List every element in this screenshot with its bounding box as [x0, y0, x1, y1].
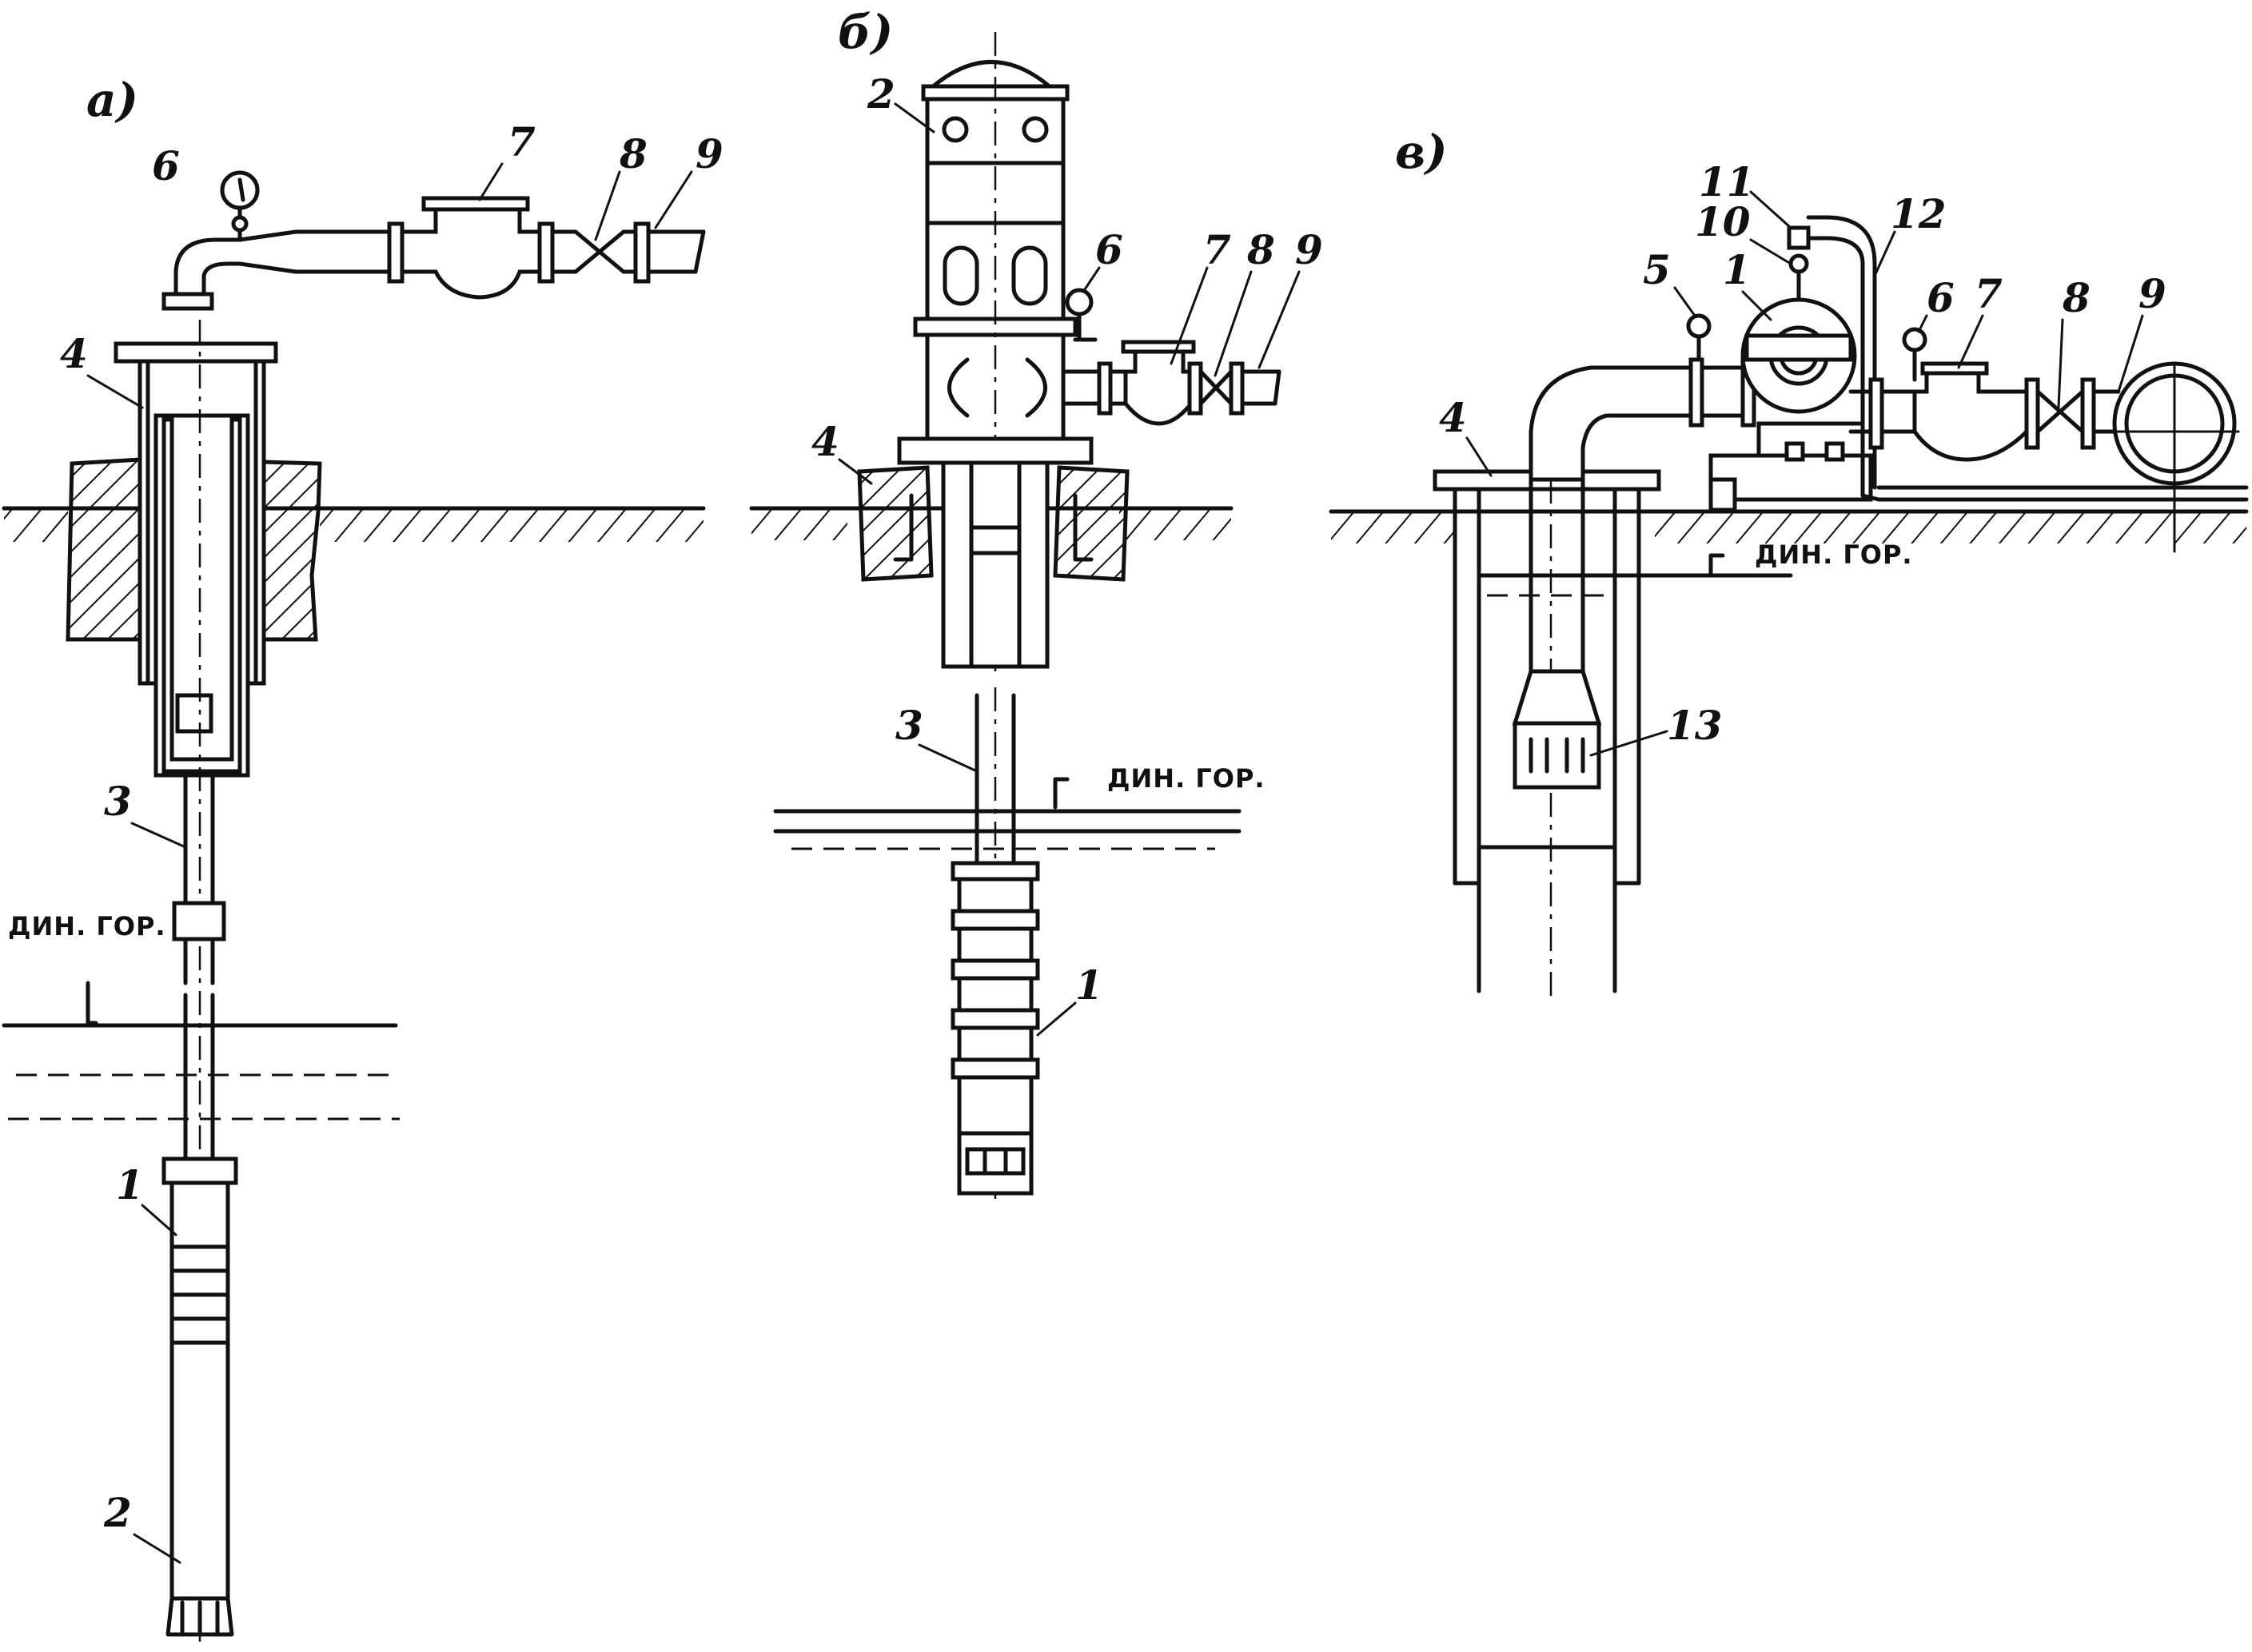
callout-12-v: 12	[1891, 190, 1947, 237]
dynamic-level-label-b: ДИН. ГОР.	[1107, 763, 1266, 794]
callout-9-a: 9	[696, 130, 723, 177]
callout-8-v: 8	[2062, 274, 2091, 321]
callout-6-v: 6	[1927, 274, 1955, 321]
callout-4-a: 4	[60, 330, 88, 377]
callout-1-v: 1	[1723, 246, 1751, 293]
callout-8-a: 8	[619, 130, 648, 177]
motor-housing-2-b	[913, 32, 1078, 671]
discharge-piping-a	[161, 196, 706, 311]
discharge-piping-b	[1061, 288, 1281, 426]
suction-pipe-v	[1512, 365, 1697, 790]
submersible-pump-a	[161, 1156, 238, 1637]
water-level-a: ДИН. ГОР.	[2, 911, 400, 1121]
callout-5-v: 5	[1643, 246, 1671, 293]
riser-pipe-3-a	[172, 773, 226, 1161]
callout-4-b: 4	[811, 418, 839, 465]
dynamic-level-label-v: ДИН. ГОР.	[1755, 539, 1913, 570]
panel-v-label: в)	[1395, 125, 1448, 179]
centrifugal-pump-1-v	[1708, 215, 1881, 502]
callouts-b: 2 6 7 8 9 4 3 1	[811, 70, 1323, 1037]
callout-2-b: 2	[867, 70, 895, 117]
vertical-pump-1-b	[951, 861, 1040, 1196]
callout-6-a: 6	[152, 142, 180, 189]
pressure-gauge-6-a	[220, 170, 260, 242]
panel-a: а)	[2, 73, 723, 1646]
suction-flange-v	[1686, 313, 1756, 428]
callout-2-a: 2	[103, 1489, 132, 1536]
callout-13-v: 13	[1667, 702, 1723, 749]
callout-4-v: 4	[1439, 394, 1467, 441]
water-level-v: ДИН. ГОР.	[1477, 539, 1913, 597]
panel-v: в) ДИН. ГОР.	[1329, 125, 2249, 999]
callout-11-v: 11	[1699, 158, 1755, 205]
callout-1-a: 1	[116, 1161, 144, 1208]
callouts-v: 11 10 12 5 1 6 7 8 9 4 13	[1439, 158, 2166, 757]
discharge-piping-v	[1708, 327, 2249, 553]
panel-b-label: б)	[838, 5, 893, 59]
callout-6-b: 6	[1095, 226, 1123, 273]
panel-a-label: а)	[86, 73, 138, 127]
callout-7-a: 7	[508, 118, 536, 165]
callout-1-b: 1	[1075, 961, 1103, 1009]
callout-7-b: 7	[1203, 226, 1231, 273]
callout-3-b: 3	[895, 702, 923, 749]
panel-b: б)	[749, 5, 1323, 1199]
inner-column-a	[153, 320, 250, 1646]
callout-9-v: 9	[2138, 270, 2166, 317]
callout-8-b: 8	[1246, 226, 1275, 273]
callouts-a: 6 7 8 9 4 3 1 2	[60, 118, 723, 1564]
callout-7-v: 7	[1975, 270, 2003, 317]
dynamic-level-label-a: ДИН. ГОР.	[8, 911, 166, 941]
base-collar-4-b	[857, 436, 1130, 669]
callout-3-a: 3	[104, 778, 132, 825]
ground-a	[2, 506, 706, 542]
ground-v	[1329, 509, 2249, 543]
callout-10-v: 10	[1695, 198, 1751, 245]
water-level-b: ДИН. ГОР.	[773, 763, 1266, 850]
well-head-collar-a	[66, 457, 322, 642]
callout-9-b: 9	[1295, 226, 1323, 273]
